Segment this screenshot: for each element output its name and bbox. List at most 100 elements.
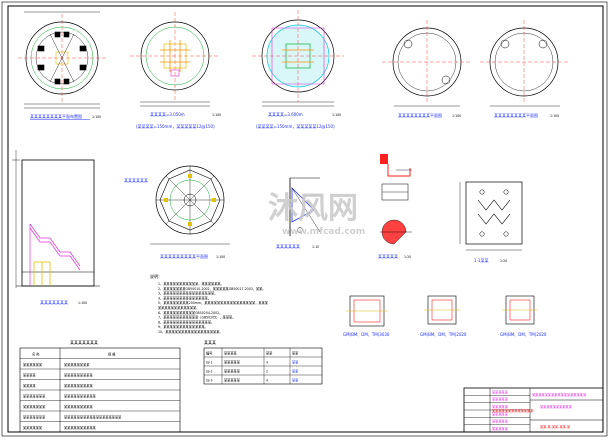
parts-header: 某某	[292, 350, 299, 355]
parts-cell: 某某	[292, 368, 299, 373]
material-cell: 某某某某某某某某某某	[64, 425, 97, 430]
note-line: 2、某某某某某某某GB50010-2002，某某某某某GB50017-2003，…	[158, 286, 266, 291]
rebar-plan-1-figure: 某某某某=3.050m 1:100 (某某某某=150mm，某某某某某12@15…	[130, 12, 221, 129]
notes-block: 说明： 1、某某某某某某某某某某某，某某某某某某。2、某某某某某某某GB5001…	[150, 273, 269, 334]
joint-2-caption: GM(BM、DM、TM)2020	[420, 332, 467, 337]
bracket-detail-title: 某某某某某某	[276, 243, 300, 249]
title-block-row: 某某某某某	[492, 419, 509, 424]
parts-header: 某某	[266, 350, 273, 355]
parts-table-title: 某某某	[204, 339, 216, 345]
radial-plan-label: 某某某某某某	[124, 177, 148, 183]
rebar-1-scale: 1:100	[212, 113, 221, 117]
watermark: 沐风网 www.mfcad.com	[268, 191, 365, 237]
material-cell: 某某某某	[23, 383, 37, 388]
material-cell: 某某某某某某某某某某	[64, 393, 97, 398]
tb-company: 某某某某某某某某某某某某某某某某某	[532, 392, 587, 397]
notes-heading: 说明：	[150, 273, 162, 279]
material-cell: 某某某某某某某	[23, 393, 46, 398]
radial-plan-scale: 1:100	[216, 255, 225, 259]
bracket-detail-figure: 某某某某某某 1:10	[276, 177, 322, 249]
material-cell: 某某某某某某某某	[64, 362, 90, 367]
node-detail-title: 1-1某某	[474, 257, 489, 263]
node-detail-scale: 1:20	[500, 259, 507, 263]
material-cell: 某某某某某某某某某某某某某某某某某某	[64, 414, 122, 419]
top-plan-figure: 某某某某某某某某平面布置图 1:100	[18, 11, 106, 120]
tb-drawing-no: 某某-某-某某-某某-某	[540, 424, 571, 429]
elevation-title: 某某某某某某某	[40, 299, 68, 305]
parts-cell: 某某某某某	[224, 368, 241, 373]
rebar-1-label: 某某某某=3.050m	[150, 111, 185, 117]
circle-plan-1-figure: 某某某某某某某某平面图 1:100	[382, 20, 472, 118]
parts-cell: 4	[266, 378, 268, 382]
circle-plan-2-scale: 1:100	[550, 114, 559, 118]
material-table: 某某某某某某某 名 称规 格某某某某某某某某某某某某某某某某某某某某某某某某某某…	[19, 339, 181, 433]
joint-detail-1: GM(BM、DM、TM)3030	[343, 295, 390, 337]
inner-frame	[7, 5, 604, 433]
joint-detail-3: GM(BM、DM、TM)2020	[500, 295, 547, 337]
material-header: 规 格	[108, 351, 116, 356]
top-plan-title: 某某某某某某某某平面布置图	[30, 113, 82, 119]
tb-drawing-title: 某某某某某某某某某某某某某	[492, 408, 534, 413]
note-line: 3、某某某某某某某某某某某某某某某某。	[158, 291, 217, 296]
note-line: 4、某某某某某某某某某某某某某某。	[158, 295, 211, 300]
material-cell: 某某某某	[23, 372, 37, 377]
parts-cell: 4	[266, 360, 268, 364]
rebar-2-note: (某某某某=150mm，某某某某某12@150)	[256, 123, 335, 129]
elevation-figure: 某某某某某某某 1:100	[12, 150, 100, 305]
note-line: 9、某某某某某某某某某某某某某。	[158, 324, 208, 329]
note-line: 某某某某某某某某某某某某。	[158, 305, 199, 310]
title-block-row: 某某某某某	[492, 404, 509, 409]
material-cell: 某某某某某某	[23, 362, 43, 367]
material-cell: 某某某某某某某	[23, 404, 46, 409]
joint-3-caption: GM(BM、DM、TM)2020	[500, 332, 547, 337]
title-block-row: 某某某某某	[492, 389, 509, 394]
parts-cell: 某某某某某	[224, 377, 241, 382]
title-block-row: 某某某某某	[492, 397, 509, 402]
circle-plan-1-scale: 1:100	[452, 114, 461, 118]
top-plan-scale: 1:100	[92, 115, 101, 119]
tb-project: 某某某某某某某某某某	[540, 404, 573, 409]
material-header: 名 称	[32, 351, 40, 356]
title-block-row: 某某某某某	[492, 411, 509, 416]
note-line: 5、某某某某某某某某200mm，某某某某某某某某某某某某某某某某，某某某	[158, 300, 269, 305]
watermark-text: 沐风网	[268, 191, 358, 226]
note-line: 7、某某某某某某某某某某某（GB50205），某某某。	[158, 315, 235, 320]
rebar-1-note: (某某某某=150mm，某某某某某12@150)	[136, 123, 215, 129]
parts-cell: GJ-2	[206, 369, 212, 373]
material-cell: 某某某某某某某某某	[64, 383, 93, 388]
note-line: 8、某某某某某某某某某某某某某某某。	[158, 319, 214, 324]
parts-cell: 2	[266, 369, 268, 373]
rebar-plan-2-figure: 某某某某=3.600m 1:100 (某某某某=150mm，某某某某某12@15…	[252, 10, 344, 129]
stair-detail-figure: 某某某某某 1:20	[378, 154, 412, 259]
note-line: 10、某某某某某某某某某某某某某某某某某。	[158, 329, 223, 334]
material-cell: 某某某某某某某某某	[64, 372, 93, 377]
circle-plan-1-title: 某某某某某某某某平面图	[398, 112, 442, 118]
stair-detail-title: 某某某某某	[378, 253, 398, 259]
rebar-2-label: 某某某某=3.600m	[268, 111, 303, 117]
joint-1-caption: GM(BM、DM、TM)3030	[343, 332, 390, 337]
title-block-row: 某某某某某	[492, 426, 509, 431]
parts-cell: 某某	[292, 359, 299, 364]
radial-plan-figure: 某某某某某某 某某某某某某某某某平面图 1:100	[124, 165, 230, 259]
circle-plan-2-title: 某某某某某某某某平面图	[494, 112, 538, 118]
radial-plan-title: 某某某某某某某某某平面图	[160, 253, 208, 259]
parts-cell: GJ-3	[206, 378, 212, 382]
note-line: 1、某某某某某某某某某某某，某某某某某某。	[158, 281, 224, 286]
bracket-detail-scale: 1:10	[312, 245, 319, 249]
circle-plan-2-figure: 某某某某某某某某平面图 1:100	[480, 20, 568, 118]
rebar-2-scale: 1:100	[332, 113, 341, 117]
parts-header: 某某某某	[224, 350, 238, 355]
watermark-url: www.mfcad.com	[282, 227, 365, 237]
parts-cell: GJ-1	[206, 360, 212, 364]
parts-cell: 某某某某某	[224, 359, 241, 364]
note-line: 6、某某某某某某某某某某GB50204-2002。	[158, 310, 222, 315]
material-table-title: 某某某某某某某	[70, 339, 98, 345]
node-detail-figure: 1-1某某 1:20	[459, 181, 523, 263]
elevation-scale: 1:100	[78, 301, 87, 305]
joint-detail-2: GM(BM、DM、TM)2020	[420, 295, 467, 337]
material-cell: 某某某某某某某	[23, 414, 46, 419]
